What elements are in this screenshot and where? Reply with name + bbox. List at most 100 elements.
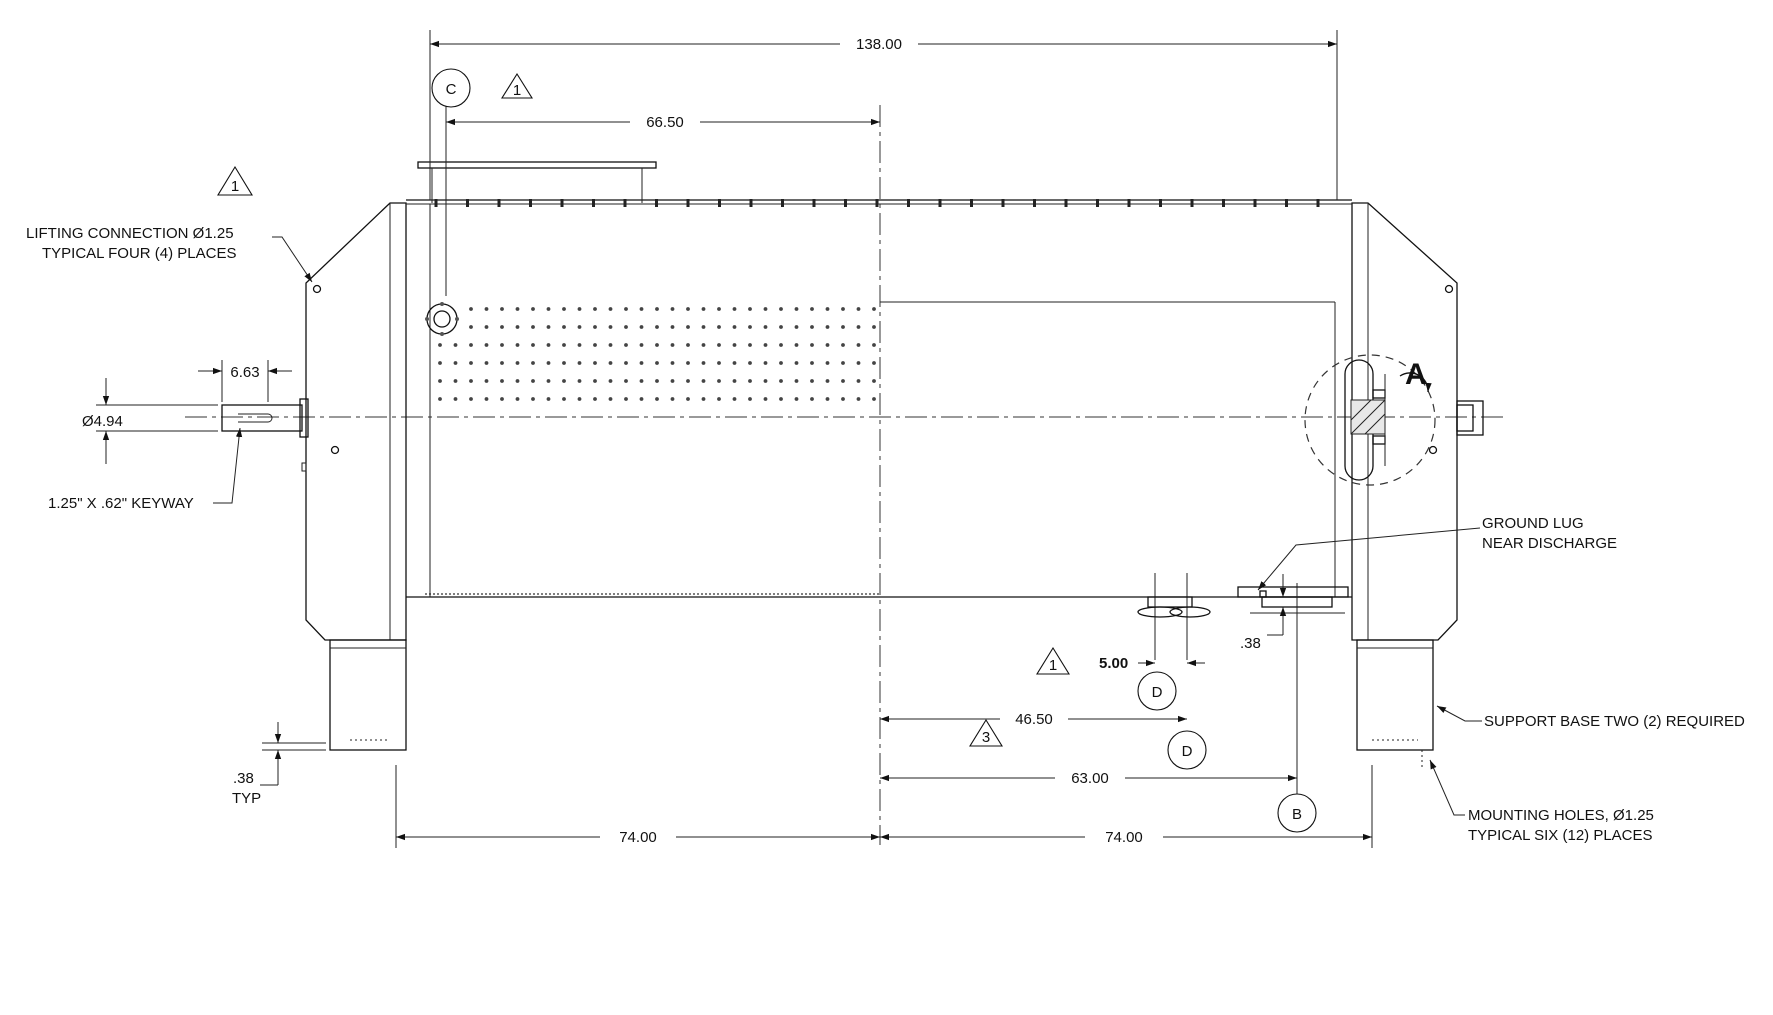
perforation-hole xyxy=(593,325,597,329)
mixer-body xyxy=(221,161,1484,751)
perforation-hole xyxy=(794,307,799,311)
perforation-hole xyxy=(515,325,520,329)
perforation-hole xyxy=(515,361,520,365)
perforation-hole xyxy=(717,379,721,383)
outlet-nozzle xyxy=(1137,573,1211,660)
support-base-leader xyxy=(1436,705,1482,722)
perforation-hole xyxy=(500,307,504,311)
perforation-hole xyxy=(453,361,458,365)
perforation-hole xyxy=(794,325,799,329)
perforation-hole xyxy=(608,343,613,347)
lifting-hole-left-bottom xyxy=(330,445,340,455)
perforation-hole xyxy=(577,379,582,383)
mounting-holes-note-line1: MOUNTING HOLES, Ø1.25 xyxy=(1468,807,1654,824)
rim-bolt xyxy=(1285,199,1288,207)
dim-foot-thickness xyxy=(260,722,326,786)
rim-bolt xyxy=(781,199,784,207)
perforation-hole xyxy=(562,307,566,311)
perforation-hole xyxy=(748,361,752,365)
perforation-hole xyxy=(748,325,752,329)
perforation-hole xyxy=(732,343,737,347)
dim-outlet-offset-value: 5.00 xyxy=(1099,655,1128,672)
perforation-hole xyxy=(732,325,737,329)
perforation-hole xyxy=(810,325,814,329)
perforation-hole xyxy=(515,307,520,311)
perforation-hole xyxy=(624,325,628,329)
detail-a-section xyxy=(1304,354,1436,486)
dim-overall-length xyxy=(429,30,1338,200)
rim-bolt xyxy=(970,199,973,207)
perforation-hole xyxy=(453,379,458,383)
perforation-hole xyxy=(686,343,690,347)
perforation-hole xyxy=(469,307,473,311)
callout-bubble-d-lower xyxy=(1167,730,1207,770)
perforation-hole xyxy=(639,361,644,365)
perforation-hole xyxy=(841,397,845,401)
perforation-hole xyxy=(686,325,690,329)
perforation-hole xyxy=(608,325,613,329)
dim-foot-thickness-value: .38 xyxy=(233,770,254,787)
perforation-hole xyxy=(593,343,597,347)
perforated-screen xyxy=(438,307,876,401)
perforation-hole xyxy=(686,361,690,365)
perforation-hole xyxy=(453,397,458,401)
rim-bolt xyxy=(718,199,721,207)
rim-bolt xyxy=(1222,199,1225,207)
revision-triangle-top-label: 1 xyxy=(513,82,521,99)
perforation-hole xyxy=(500,343,504,347)
top-rim-bolts xyxy=(434,199,1320,207)
rim-bolt xyxy=(1159,199,1162,207)
dim-to-ground-lug-value: 63.00 xyxy=(1071,770,1109,787)
dim-to-ground-lug xyxy=(880,583,1298,796)
perforation-hole xyxy=(763,379,768,383)
perforation-hole xyxy=(670,397,675,401)
perforation-hole xyxy=(872,397,876,401)
perforation-hole xyxy=(856,307,861,311)
rim-bolt xyxy=(592,199,595,207)
perforation-hole xyxy=(639,307,644,311)
left-end-cap xyxy=(305,202,407,641)
dim-shaft-diameter-value: Ø4.94 xyxy=(82,413,123,430)
perforation-hole xyxy=(608,379,613,383)
perforation-hole xyxy=(531,397,535,401)
perforation-hole xyxy=(562,379,566,383)
callout-bubble-d-upper-label: D xyxy=(1152,684,1163,701)
perforation-hole xyxy=(624,307,628,311)
perforation-hole xyxy=(593,397,597,401)
perforation-hole xyxy=(701,379,706,383)
rim-bolt xyxy=(1127,199,1131,207)
perforation-hole xyxy=(484,397,489,401)
revision-triangle-3 xyxy=(969,718,1003,747)
detail-a-label: A xyxy=(1405,358,1427,391)
perforation-hole xyxy=(484,379,489,383)
perforation-hole xyxy=(500,379,504,383)
dim-shaft-length-value: 6.63 xyxy=(230,364,259,381)
perforation-hole xyxy=(872,325,876,329)
mounting-holes-leader xyxy=(1429,759,1465,816)
ground-lug-note-line2: NEAR DISCHARGE xyxy=(1482,535,1617,552)
perforation-hole xyxy=(655,343,659,347)
callout-bubble-b xyxy=(1277,793,1317,833)
perforation-hole xyxy=(562,343,566,347)
perforation-hole xyxy=(841,361,845,365)
perforation-hole xyxy=(562,325,566,329)
perforation-hole xyxy=(810,307,814,311)
lifting-leader xyxy=(272,236,313,283)
perforation-hole xyxy=(469,325,473,329)
perforation-hole xyxy=(546,397,551,401)
rim-bolt xyxy=(434,199,438,207)
revision-triangle-top xyxy=(501,72,533,99)
dim-half-length xyxy=(395,765,1373,848)
rim-bolt xyxy=(1096,199,1099,207)
perforation-hole xyxy=(577,361,582,365)
perforation-hole xyxy=(686,397,690,401)
perforation-hole xyxy=(624,361,628,365)
lifting-hole-right-bottom xyxy=(1428,445,1438,455)
perforation-hole xyxy=(701,397,706,401)
rim-bolt xyxy=(875,199,879,207)
perforation-hole xyxy=(608,361,613,365)
inlet-bolt-circle xyxy=(425,302,459,336)
lifting-hole-right-top xyxy=(1444,284,1454,294)
perforation-hole xyxy=(763,325,768,329)
perforation-hole xyxy=(624,397,628,401)
